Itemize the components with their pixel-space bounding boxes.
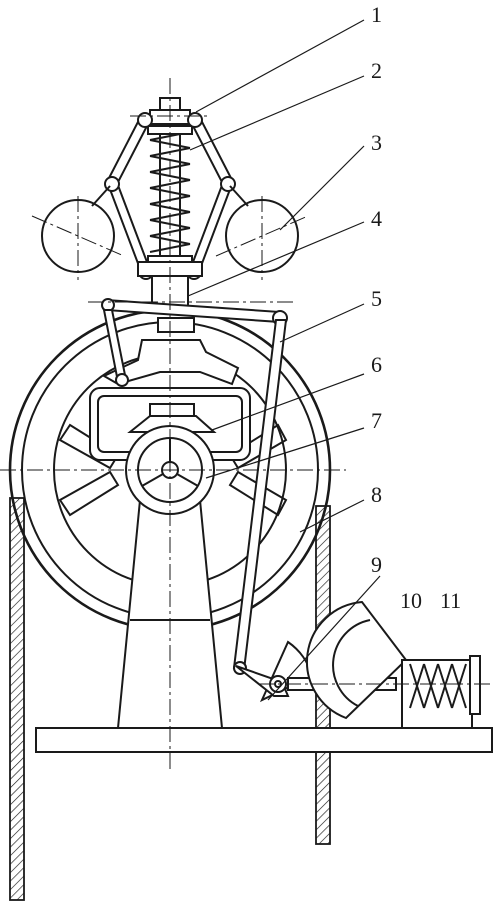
base-plate <box>35 727 493 753</box>
part-label-4: 4 <box>371 206 382 231</box>
part-label-8: 8 <box>371 482 382 507</box>
center-lines <box>0 78 492 770</box>
part-label-3: 3 <box>371 130 382 155</box>
part-label-9: 9 <box>371 552 382 577</box>
part-label-10: 10 <box>400 588 422 613</box>
part-label-11: 11 <box>440 588 461 613</box>
throttle-assembly <box>235 600 481 729</box>
part-label-7: 7 <box>371 408 382 433</box>
part-label-1: 1 <box>371 2 382 27</box>
leader-lines <box>187 19 381 701</box>
part-labels: 1 2 3 4 5 6 7 8 9 10 11 <box>371 2 461 613</box>
part-label-5: 5 <box>371 286 382 311</box>
left-rope <box>9 497 25 901</box>
part-label-6: 6 <box>371 352 382 377</box>
part-label-2: 2 <box>371 58 382 83</box>
